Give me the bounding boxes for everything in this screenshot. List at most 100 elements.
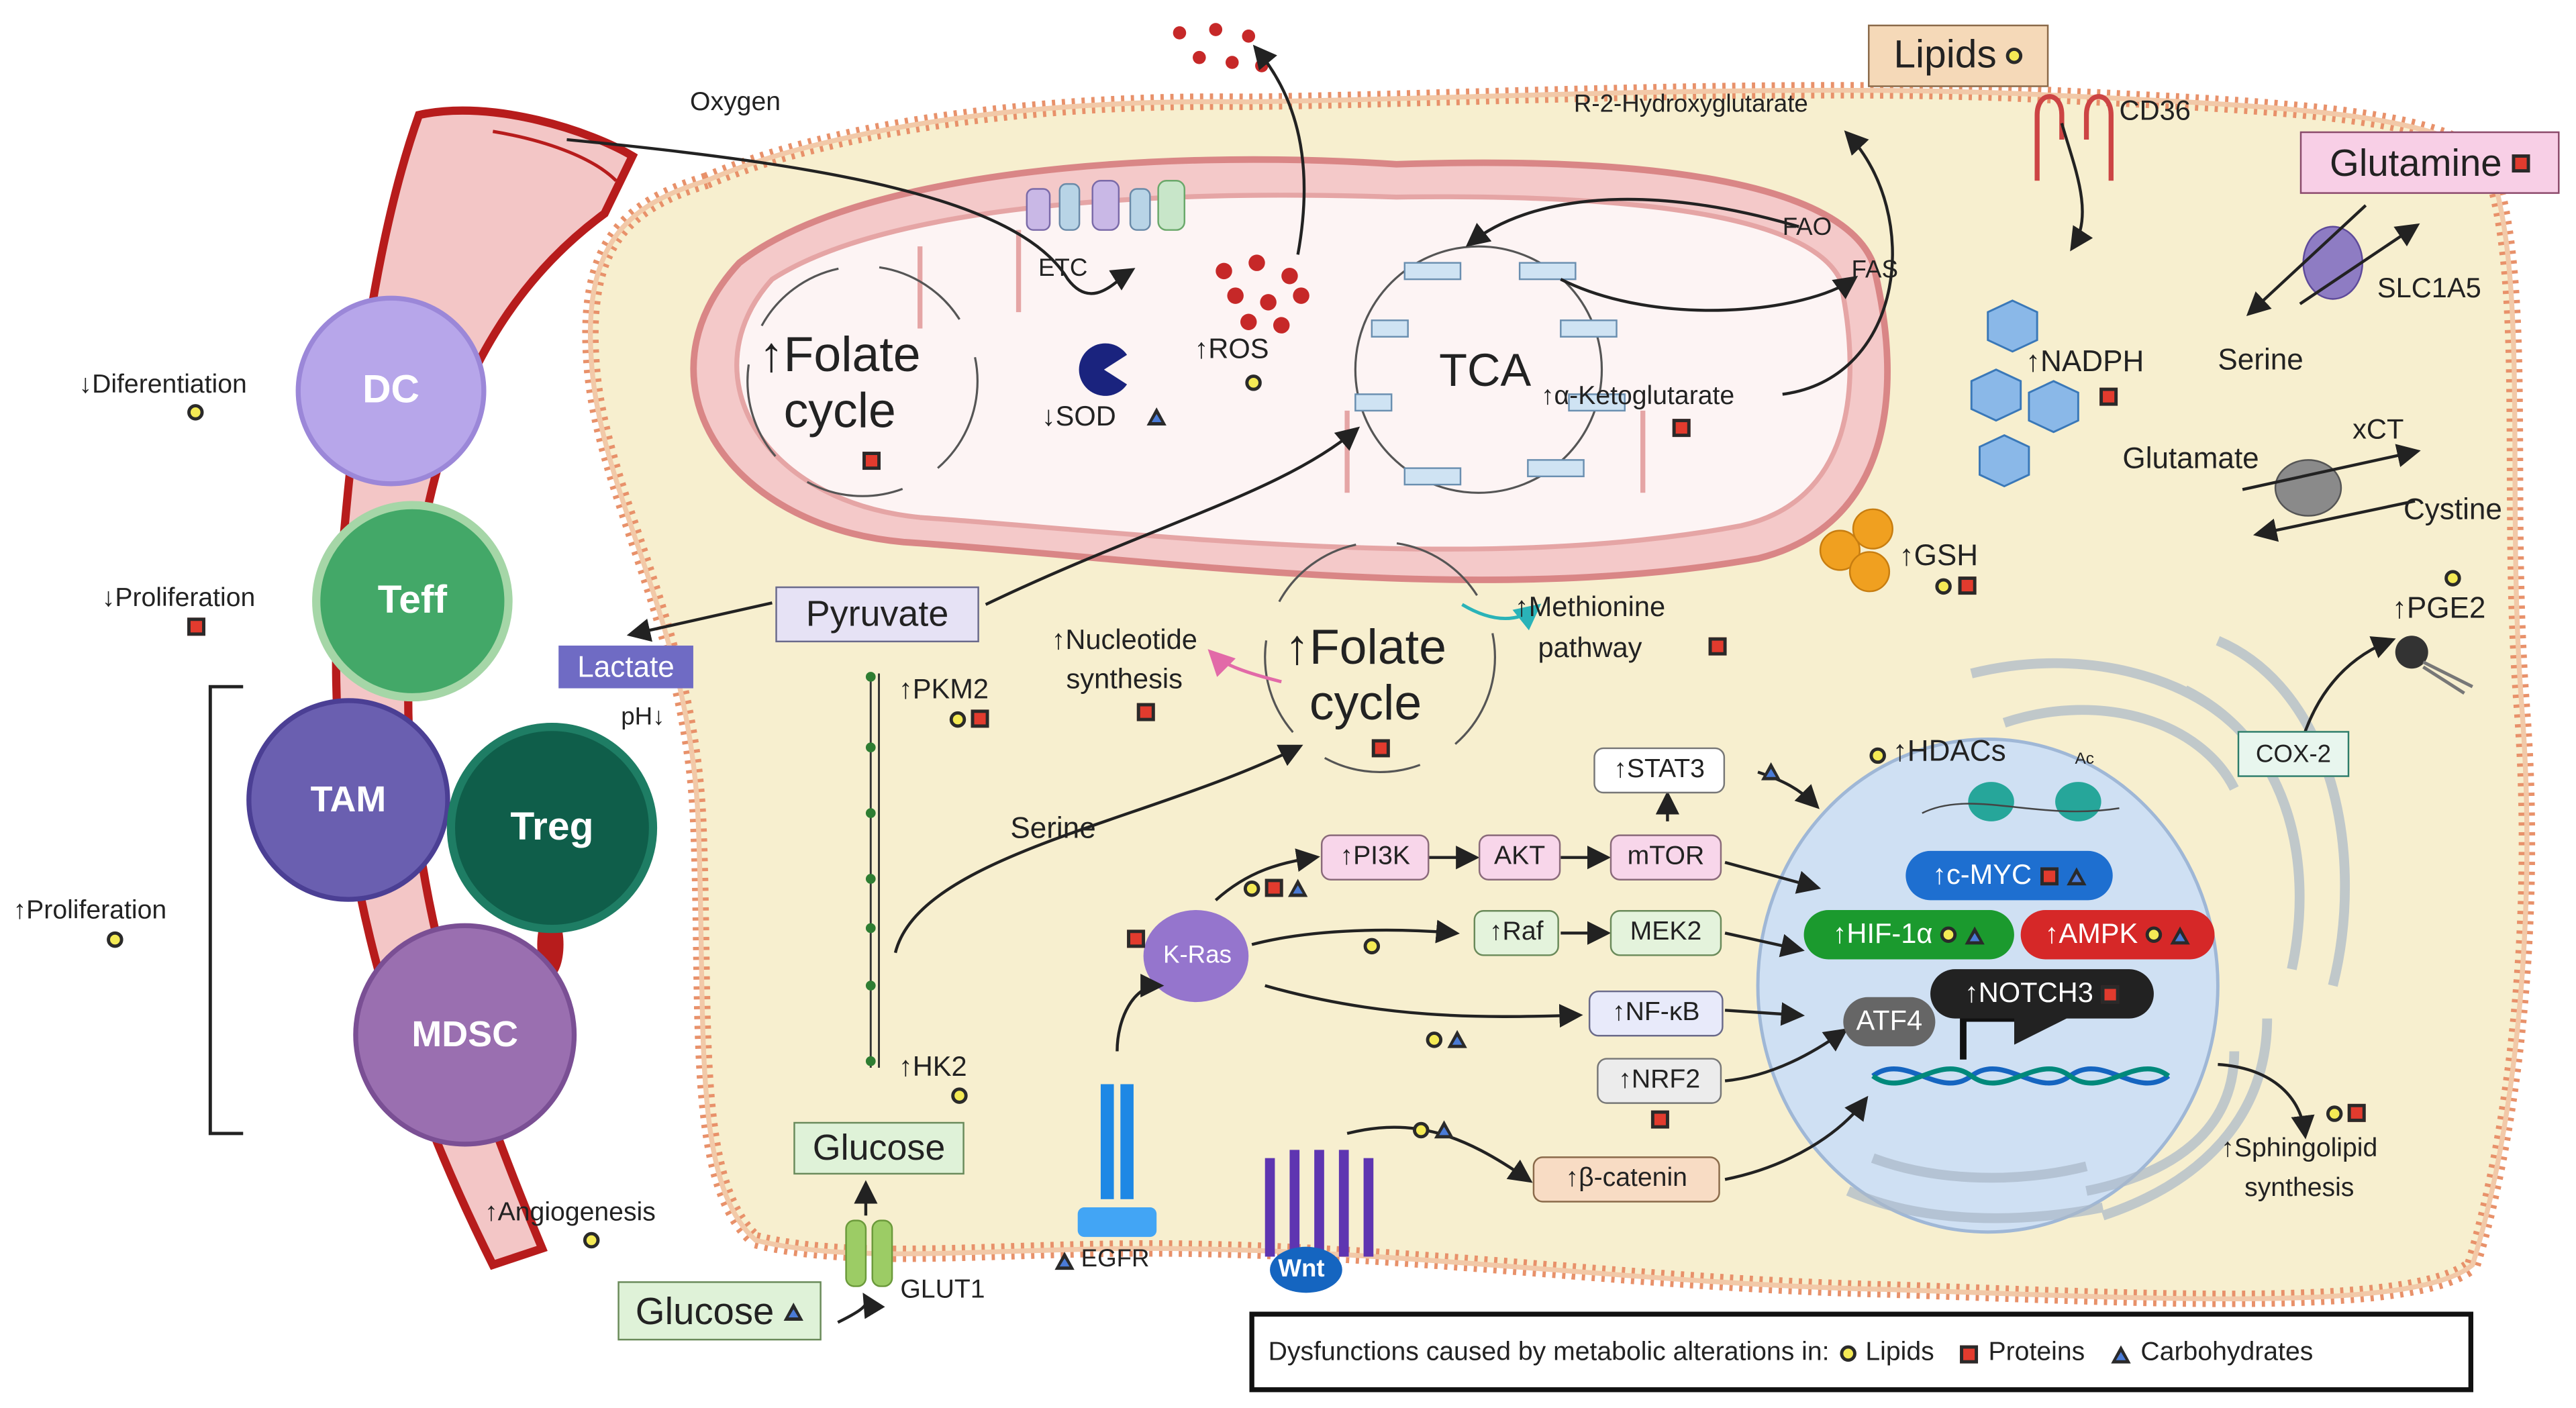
pyruvate-box: Pyruvate bbox=[775, 586, 979, 643]
nfkb-box: ↑NF-κB bbox=[1588, 990, 1724, 1037]
protein-marker bbox=[187, 617, 205, 636]
gsh-label: ↑GSH bbox=[1899, 538, 1979, 572]
raf-box: ↑Raf bbox=[1473, 910, 1559, 956]
carbohydrate-marker bbox=[1965, 925, 1985, 944]
lipid-marker bbox=[1413, 1121, 1430, 1138]
legend-box bbox=[1249, 1311, 2474, 1393]
carbohydrate-marker bbox=[1054, 1252, 1075, 1270]
dc-cell: DC bbox=[295, 295, 487, 487]
egfr-label: EGFR bbox=[1081, 1245, 1150, 1273]
fao-label: FAO bbox=[1782, 213, 1832, 242]
protein-marker bbox=[1371, 739, 1390, 758]
wnt-receptor bbox=[1265, 1150, 1374, 1257]
pkm2-label: ↑PKM2 bbox=[898, 673, 989, 705]
carbohydrate-marker bbox=[1287, 878, 1308, 897]
carbohydrate-marker bbox=[1761, 762, 1781, 781]
teff-cell: Teff bbox=[312, 501, 513, 702]
protein-marker bbox=[2099, 387, 2118, 406]
etc-label: ETC bbox=[1038, 254, 1088, 283]
lipid-marker bbox=[2444, 570, 2461, 587]
proliferation-down-label: ↓Proliferation bbox=[101, 585, 256, 613]
protein-marker bbox=[2101, 985, 2120, 1003]
gsh-icon bbox=[1819, 508, 1893, 593]
mtor-box: mTOR bbox=[1609, 834, 1722, 881]
cd36-receptor bbox=[2034, 94, 2114, 181]
lipid-marker bbox=[187, 404, 204, 421]
protein-marker bbox=[1136, 703, 1155, 721]
glut1-transporter bbox=[845, 1219, 893, 1287]
cox2-box: COX-2 bbox=[2237, 731, 2350, 777]
lipid-marker bbox=[583, 1231, 600, 1249]
cmyc-pill: ↑c-MYC bbox=[1905, 850, 2113, 901]
glut1-label: GLUT1 bbox=[900, 1276, 985, 1305]
lipid-marker bbox=[1935, 578, 1952, 595]
atf4-pill: ATF4 bbox=[1843, 997, 1936, 1047]
lipid-marker bbox=[1869, 747, 1886, 764]
kras-blob bbox=[1143, 910, 1249, 1003]
lipid-marker bbox=[2326, 1105, 2343, 1121]
pi3k-markers bbox=[1243, 878, 1308, 897]
mito-folate-label: ↑Folate cycle bbox=[758, 328, 921, 439]
treg-cell: Treg bbox=[446, 722, 658, 934]
bcatenin-box: ↑β-catenin bbox=[1532, 1156, 1720, 1203]
sphingolipid-label: ↑Sphingolipid synthesis bbox=[2221, 1135, 2378, 1203]
r2hg-label: R-2-Hydroxyglutarate bbox=[1573, 90, 1808, 119]
lipid-marker bbox=[1243, 879, 1260, 897]
slc1a5-label: SLC1A5 bbox=[2377, 272, 2481, 304]
protein-marker bbox=[2347, 1103, 2366, 1122]
hif1a-pill: ↑HIF-1α bbox=[1803, 910, 2014, 960]
lipid-marker bbox=[1426, 1030, 1443, 1048]
pi3k-box: ↑PI3K bbox=[1320, 834, 1430, 881]
legend: Dysfunctions caused by metabolic alterat… bbox=[1269, 1327, 2458, 1380]
carbohydrate-marker bbox=[784, 1301, 804, 1320]
notch3-pill: ↑NOTCH3 bbox=[1930, 969, 2154, 1019]
carbohydrate-marker bbox=[2171, 925, 2191, 944]
protein-marker bbox=[1958, 576, 1977, 595]
protein-marker bbox=[1672, 419, 1691, 438]
glutamine-box: Glutamine bbox=[2299, 131, 2560, 194]
kras-label: K-Ras bbox=[1162, 941, 1232, 970]
lipid-marker bbox=[2146, 926, 2163, 943]
differentiation-label: ↓Diferentiation bbox=[79, 371, 247, 399]
sod-icon bbox=[1079, 343, 1128, 396]
cyto-folate-label: ↑Folate cycle bbox=[1285, 621, 1446, 732]
proliferation-up-label: ↑Proliferation bbox=[13, 897, 167, 925]
xct-label: xCT bbox=[2352, 413, 2404, 446]
hdacs-label: ↑HDACs bbox=[1892, 734, 2006, 768]
pathway-arrows bbox=[566, 44, 2421, 1324]
ph-label: pH↓ bbox=[621, 703, 665, 732]
nadph-label: ↑NADPH bbox=[2026, 345, 2144, 378]
protein-marker bbox=[862, 452, 881, 470]
methionine-label: ↑Methionine pathway bbox=[1514, 591, 1666, 664]
lipid-marker bbox=[1245, 374, 1262, 391]
serine-ext-label: Serine bbox=[2218, 343, 2303, 376]
lipid-marker bbox=[1363, 938, 1381, 955]
nadph-icon bbox=[1970, 299, 2079, 488]
egfr-receptor bbox=[1077, 1084, 1157, 1238]
legend-protein-marker bbox=[1960, 1344, 1979, 1363]
protein-marker bbox=[1265, 878, 1283, 897]
xct-transporter bbox=[2274, 459, 2342, 517]
glucose-ext-box: Glucose bbox=[617, 1281, 822, 1341]
glycolysis-metabolites bbox=[865, 672, 876, 1066]
glutamate-label: Glutamate bbox=[2122, 442, 2259, 475]
lactate-box: Lactate bbox=[558, 645, 693, 689]
etc-complexes bbox=[1026, 180, 1186, 231]
ampk-pill: ↑AMPK bbox=[2020, 910, 2215, 960]
akt-box: AKT bbox=[1478, 834, 1561, 881]
carbohydrate-marker bbox=[1434, 1120, 1454, 1139]
carbohydrate-marker bbox=[2066, 866, 2086, 885]
legend-prefix: Dysfunctions caused by metabolic alterat… bbox=[1268, 1338, 1830, 1367]
legend-carbohydrates: Carbohydrates bbox=[2140, 1338, 2314, 1367]
legend-lipids: Lipids bbox=[1865, 1338, 1934, 1367]
tam-cell: TAM bbox=[246, 698, 450, 902]
sod-label: ↓SOD bbox=[1041, 401, 1116, 432]
nucleotide-label: ↑Nucleotide synthesis bbox=[1051, 624, 1197, 695]
wnt-markers bbox=[1413, 1120, 1454, 1139]
nfkb-markers bbox=[1426, 1029, 1467, 1048]
akg-label: ↑α-Ketoglutarate bbox=[1540, 383, 1735, 411]
carbohydrate-marker bbox=[1447, 1029, 1467, 1048]
lipid-marker bbox=[1940, 926, 1958, 943]
